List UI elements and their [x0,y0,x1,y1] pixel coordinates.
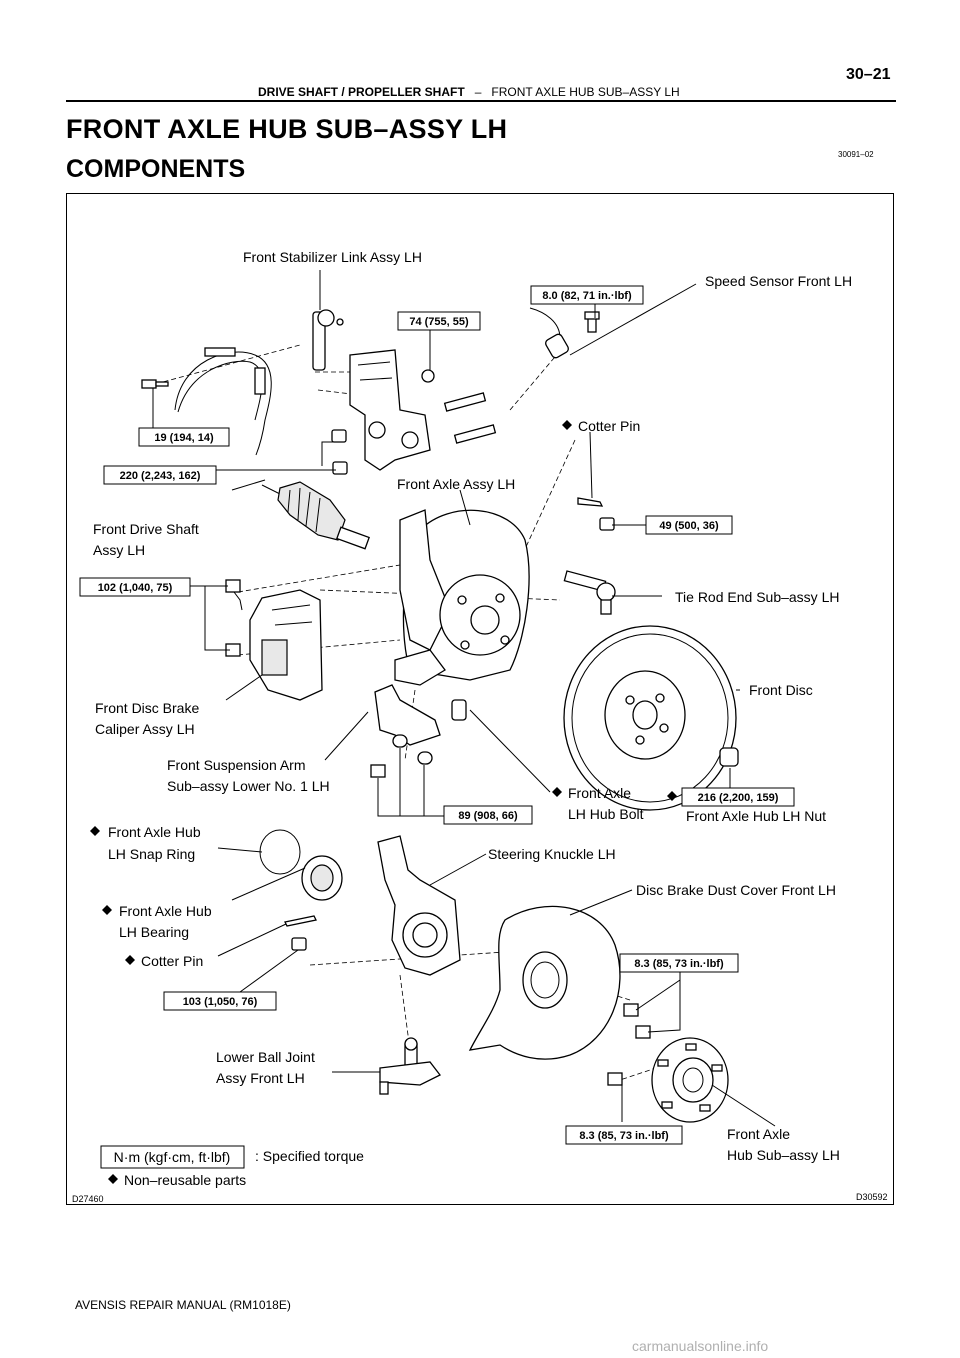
stabilizer-link-part [312,309,344,371]
ref-code: 30091–02 [838,150,874,159]
torque-74: 74 (755, 55) [409,316,469,328]
brake-hose-part [141,347,272,456]
torque-102: 102 (1,040, 75) [98,582,173,594]
torque-8-0: 8.0 (82, 71 in.·lbf) [542,290,632,302]
label-hub-bolt-line1: Front Axle [568,785,631,801]
cotter-pin-top-part [577,497,615,531]
label-front-disc: Front Disc [749,682,813,698]
drive-shaft-part [261,481,370,550]
figure-code-left: D27460 [72,1194,104,1204]
legend-nonreusable: Non–reusable parts [124,1172,246,1188]
legend-unit: N·m (kgf·cm, ft·lbf) [114,1149,231,1165]
torque-216: 216 (2,200, 159) [698,792,779,804]
front-axle-assy-part [394,509,530,686]
torque-220: 220 (2,243, 162) [120,470,201,482]
label-hub-assy-line2: Hub Sub–assy LH [727,1147,840,1163]
torque-8-3-upper: 8.3 (85, 73 in.·lbf) [634,958,724,970]
label-caliper-line2: Caliper Assy LH [95,721,195,737]
legend: N·m (kgf·cm, ft·lbf) : Specified torque … [100,1145,364,1188]
nonreusable-diamond-icon [562,420,572,430]
label-tie-rod-end: Tie Rod End Sub–assy LH [675,589,839,605]
torque-boxes: 74 (755, 55) 8.0 (82, 71 in.·lbf) 19 (19… [79,285,795,1145]
front-axle-strut-part [331,349,497,475]
hub-nut-part [719,747,739,767]
label-ball-joint-line2: Assy Front LH [216,1070,305,1086]
label-dust-cover: Disc Brake Dust Cover Front LH [636,882,836,898]
section-title: COMPONENTS [66,155,246,183]
header-rule [66,100,896,102]
diagram-frame [66,193,894,1205]
label-hub-assy-line1: Front Axle [727,1126,790,1142]
torque-103: 103 (1,050, 76) [183,996,258,1008]
leader-lines [152,270,776,1127]
watermark: carmanualsonline.info [632,1338,769,1354]
speed-sensor-part [529,307,600,359]
running-header: DRIVE SHAFT / PROPELLER SHAFT – FRONT AX… [258,85,680,99]
steering-knuckle-part [377,835,461,976]
header-separator: – [474,85,482,99]
cotter-pin-bottom-part [284,915,317,951]
suspension-arm-part [370,684,467,778]
label-bearing-line2: LH Bearing [119,924,189,940]
torque-89: 89 (908, 66) [458,810,518,822]
part-labels: Front Stabilizer Link Assy LH Speed Sens… [90,249,852,1163]
label-hub-bolt-line2: LH Hub Bolt [568,806,644,822]
label-susp-arm-line1: Front Suspension Arm [167,757,306,773]
dust-cover-bolts-part [607,1003,651,1086]
label-drive-shaft-line1: Front Drive Shaft [93,521,199,537]
nonreusable-diamond-icon [108,1174,118,1184]
label-speed-sensor: Speed Sensor Front LH [705,273,852,289]
bearing-part [301,855,343,901]
label-stabilizer-link: Front Stabilizer Link Assy LH [243,249,422,265]
label-cotter-pin-bottom: Cotter Pin [141,953,203,969]
label-cotter-pin-top: Cotter Pin [578,418,640,434]
page-title: FRONT AXLE HUB SUB–ASSY LH [66,114,508,144]
label-susp-arm-line2: Sub–assy Lower No. 1 LH [167,778,330,794]
dust-cover-part [468,905,621,1060]
label-ball-joint-line1: Lower Ball Joint [216,1049,315,1065]
page-number: 30–21 [846,66,891,83]
figure-code-right: D30592 [856,1192,888,1202]
torque-8-3-lower: 8.3 (85, 73 in.·lbf) [579,1130,669,1142]
label-bearing-line1: Front Axle Hub [119,903,212,919]
label-knuckle: Steering Knuckle LH [488,846,616,862]
torque-19: 19 (194, 14) [154,432,214,444]
nonreusable-diamond-icon [552,787,562,797]
brake-caliper-part [225,579,323,701]
label-snap-ring-line1: Front Axle Hub [108,824,201,840]
label-front-axle-assy: Front Axle Assy LH [397,476,515,492]
hub-assy-part [651,1037,729,1123]
label-snap-ring-line2: LH Snap Ring [108,846,195,862]
ball-joint-part [379,1037,441,1095]
label-drive-shaft-line2: Assy LH [93,542,145,558]
front-disc-part [563,625,737,811]
header-section: DRIVE SHAFT / PROPELLER SHAFT [258,85,465,99]
nonreusable-diamond-icon [667,791,677,801]
snap-ring-part [259,829,301,875]
tie-rod-end-part [563,570,616,615]
footer: AVENSIS REPAIR MANUAL (RM1018E) [75,1298,291,1312]
legend-specified-torque: : Specified torque [255,1148,364,1164]
label-caliper-line1: Front Disc Brake [95,700,199,716]
label-hub-nut: Front Axle Hub LH Nut [686,808,826,824]
header-subsection: FRONT AXLE HUB SUB–ASSY LH [491,85,680,99]
nonreusable-diamond-icon [125,955,135,965]
nonreusable-diamond-icon [90,826,100,836]
torque-49: 49 (500, 36) [659,520,719,532]
nonreusable-diamond-icon [102,905,112,915]
